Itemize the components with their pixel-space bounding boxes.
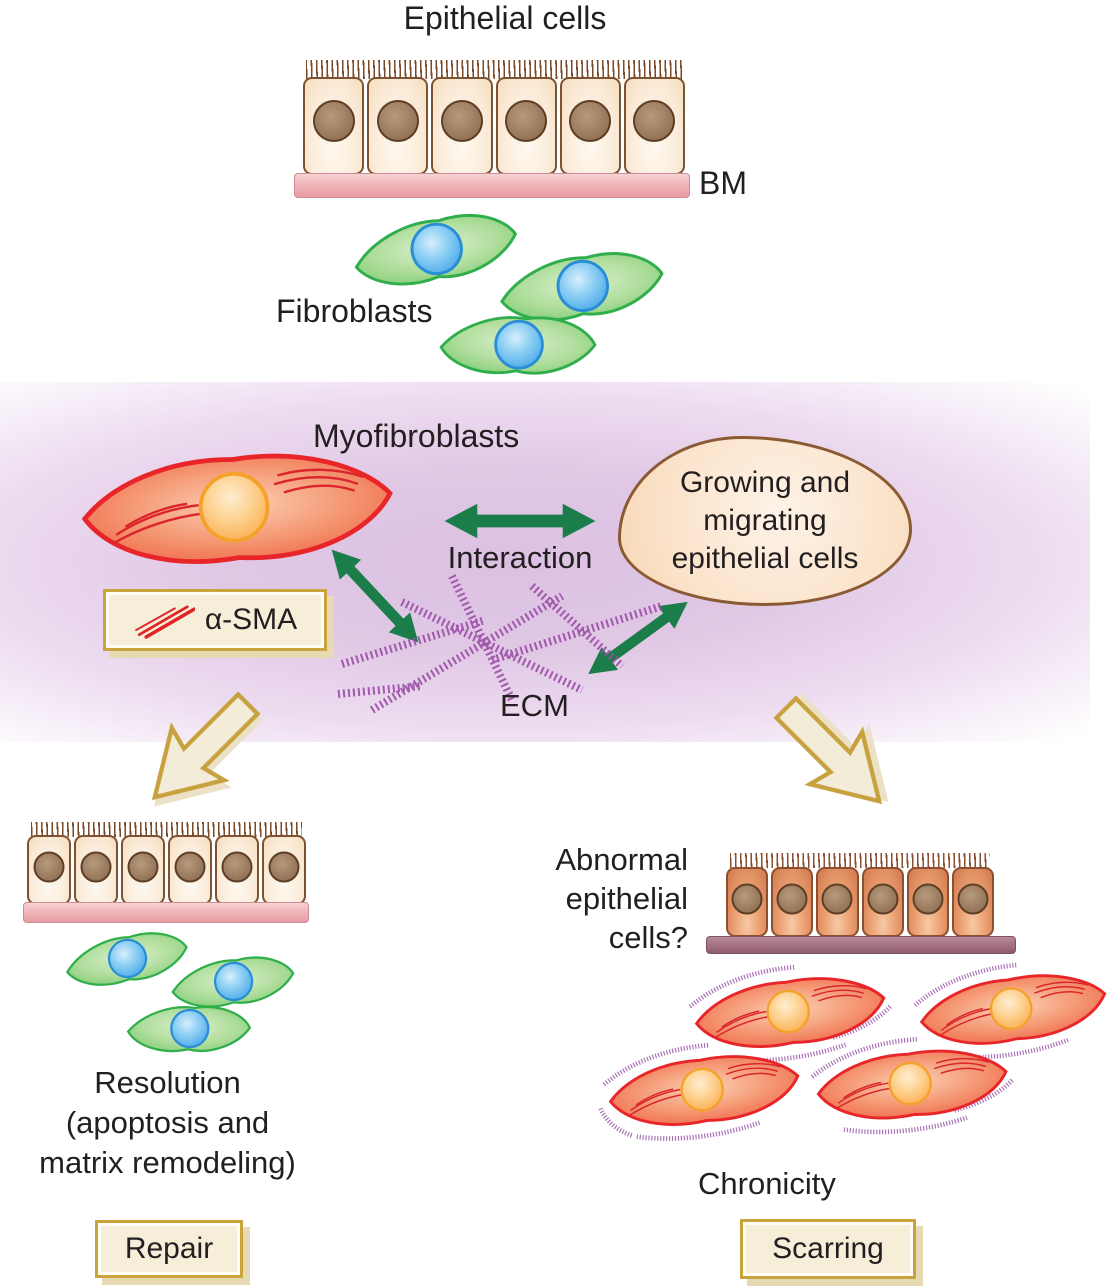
cell-nucleus (312, 100, 355, 143)
bm-label: BM (699, 165, 747, 201)
cell-nucleus (505, 100, 548, 143)
cell-nucleus (33, 851, 65, 883)
epithelial-row (27, 835, 306, 905)
cilia (306, 60, 682, 79)
epithelial-cell (27, 835, 71, 905)
ecm-label: ECM (500, 688, 569, 723)
cell-nucleus (633, 100, 676, 143)
epithelial-cell (367, 77, 429, 175)
epithelial-cell (215, 835, 259, 905)
epithelial-cell (559, 77, 621, 175)
ecm-fibers (337, 574, 664, 714)
cell-nucleus (776, 883, 808, 915)
cilia (31, 822, 302, 837)
stress-fibers-icon (134, 605, 195, 639)
cell-nucleus (912, 883, 944, 915)
fibroblast-cell (432, 306, 604, 388)
myofibroblasts-label: Myofibroblasts (313, 418, 520, 454)
myofibroblast-cell-scar (598, 1042, 803, 1141)
cell-nucleus (731, 883, 763, 915)
interaction-label: Interaction (447, 540, 593, 575)
epithelial-cell (121, 835, 165, 905)
abnormal-epithelial-cell (861, 867, 904, 937)
abnormal-epithelial-cell (906, 867, 949, 937)
epithelial-cell (623, 77, 686, 175)
epithelial-cell (262, 835, 306, 905)
myofibroblast-cell-scar (810, 1036, 1015, 1135)
cell-nucleus (221, 851, 253, 883)
cell-nucleus (957, 883, 989, 915)
basement-membrane (294, 173, 690, 198)
chronicity-label: Chronicity (698, 1166, 836, 1201)
scarring-box: Scarring (740, 1219, 916, 1279)
epithelial-cell (168, 835, 212, 905)
cell-nucleus (174, 851, 206, 883)
cell-nucleus (821, 883, 853, 915)
epithelial-cell (431, 77, 493, 175)
repair-label: Repair (124, 1232, 214, 1265)
abnormal-epithelial-cell (771, 867, 814, 937)
abnormal-epithelial-label: Abnormal epithelial cells? (555, 842, 688, 955)
myofibroblast-cell-scar (688, 964, 893, 1063)
cell-nucleus (440, 100, 483, 143)
epithelial-cell (495, 77, 557, 175)
myofibroblast-cell-scar (913, 962, 1107, 1060)
cell-nucleus (268, 851, 300, 883)
epithelial-cell (74, 835, 118, 905)
epithelial-cells-title: Epithelial cells (403, 0, 607, 36)
cilia (730, 853, 990, 868)
epithelial-row (303, 77, 686, 175)
interaction-arrow (433, 501, 607, 541)
cell-nucleus (867, 883, 899, 915)
cell-nucleus (80, 851, 112, 883)
basement-membrane (23, 902, 309, 923)
fibroblasts-label: Fibroblasts (276, 293, 433, 329)
resolution-label: Resolution (apoptosis and matrix remodel… (39, 1065, 296, 1180)
abnormal-epithelial-cell (726, 867, 769, 937)
cell-nucleus (569, 100, 612, 143)
abnormal-epithelial-cell (951, 867, 995, 937)
abnormal-epithelial-row (726, 867, 995, 937)
basement-membrane-abnormal (706, 936, 1016, 954)
cell-nucleus (127, 851, 159, 883)
scarring-label: Scarring (772, 1232, 884, 1265)
abnormal-epithelial-cell (816, 867, 859, 937)
cell-nucleus (376, 100, 419, 143)
epithelial-cell (303, 77, 365, 175)
growing-epithelial-blob: Growing and migrating epithelial cells (618, 436, 912, 606)
alpha-sma-label: α-SMA (204, 603, 298, 636)
fibroblast-cell (125, 998, 253, 1062)
alpha-sma-box: α-SMA (103, 589, 327, 651)
repair-box: Repair (95, 1220, 243, 1278)
